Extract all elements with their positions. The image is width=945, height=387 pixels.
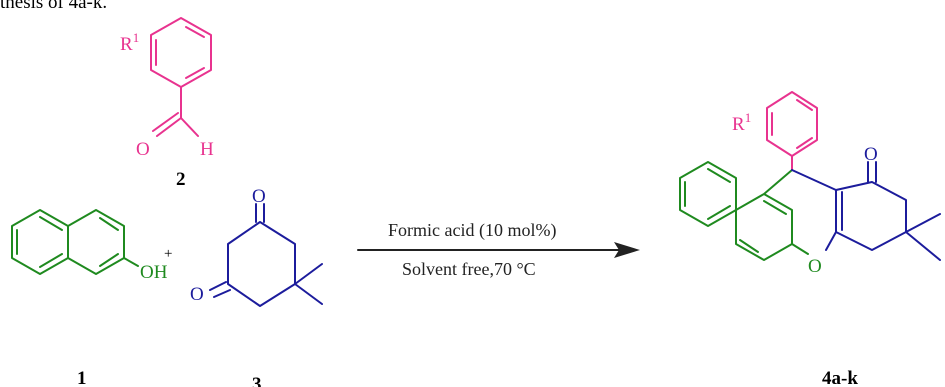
naphthol-oh-label: OH bbox=[140, 262, 168, 283]
compound-number-2: 2 bbox=[176, 169, 186, 190]
plus-sign: + bbox=[164, 246, 172, 262]
aldehyde-h-label: H bbox=[200, 139, 214, 160]
compound-number-4a-k: 4a-k bbox=[822, 368, 858, 387]
aldehyde-carbonyl-bond bbox=[152, 112, 199, 137]
header-caption-clipped: thesis of 4a-k. bbox=[0, 0, 107, 22]
arrow-head bbox=[614, 242, 640, 258]
product-structure: R1 O O 4a-k bbox=[679, 91, 941, 387]
naphthol-rings bbox=[11, 209, 139, 275]
naphthol-structure: OH 1 bbox=[11, 209, 168, 387]
header-caption: thesis of 4a-k. bbox=[0, 0, 108, 13]
compound-number-1: 1 bbox=[77, 368, 87, 387]
product-naphtho-rings bbox=[679, 161, 809, 261]
product-r-label: R1 bbox=[732, 110, 751, 135]
product-aryl-ring bbox=[766, 91, 818, 171]
dimedone-ring bbox=[209, 203, 323, 307]
dimedone-o-left: O bbox=[190, 284, 204, 305]
aldehyde-benzene-ring bbox=[150, 17, 212, 119]
conditions-line2: Solvent free,70 °C bbox=[402, 259, 536, 279]
product-dimedone-ring bbox=[791, 161, 941, 261]
dimedone-o-top: O bbox=[252, 186, 266, 207]
product-ketone-o: O bbox=[864, 144, 878, 165]
aldehyde-o-label: O bbox=[136, 139, 150, 160]
aldehyde-structure: R1 O H 2 bbox=[120, 17, 214, 190]
dimedone-structure: O O 3 bbox=[190, 186, 323, 387]
aldehyde-r-label: R1 bbox=[120, 30, 139, 55]
product-ring-o: O bbox=[808, 256, 822, 277]
reaction-arrow: Formic acid (10 mol%) Solvent free,70 °C bbox=[357, 220, 640, 279]
compound-number-3: 3 bbox=[252, 374, 262, 387]
conditions-line1: Formic acid (10 mol%) bbox=[388, 220, 556, 241]
